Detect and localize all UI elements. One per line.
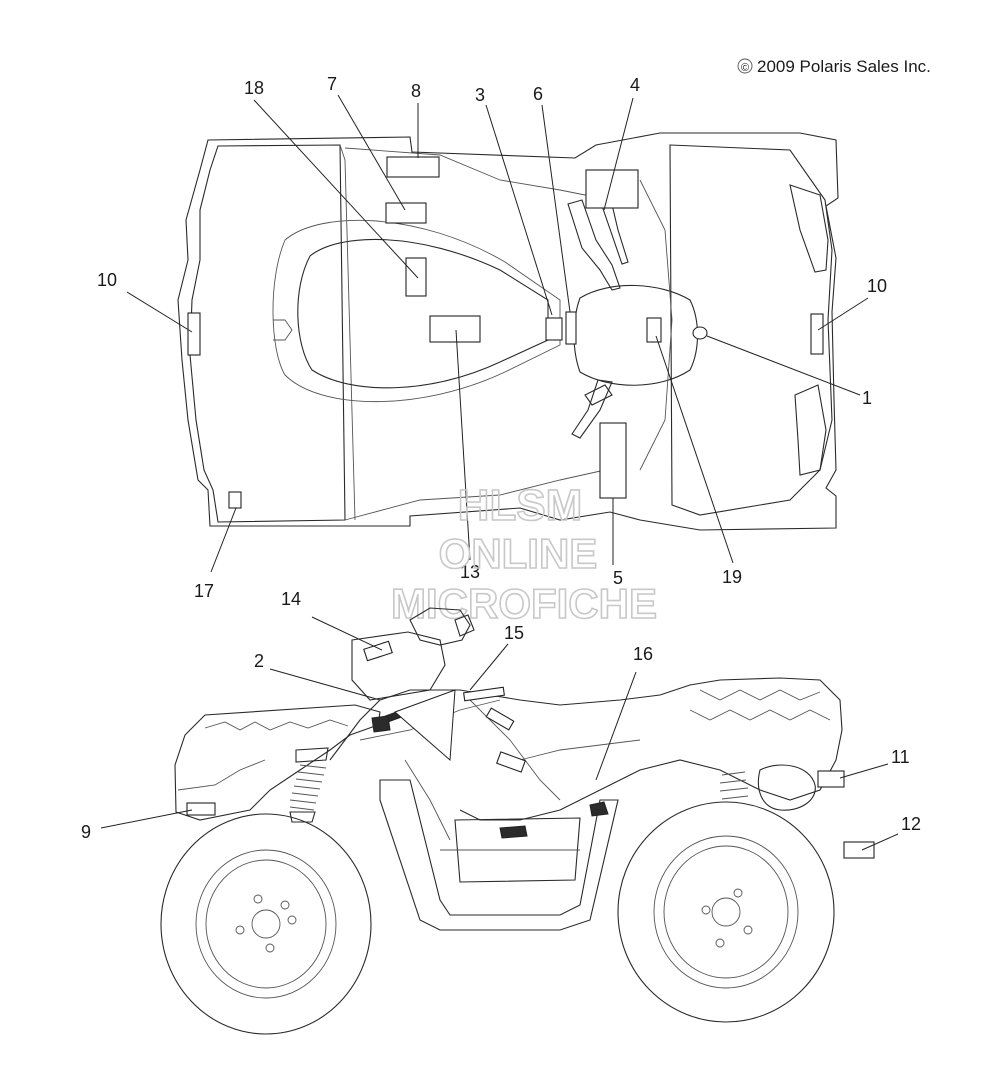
decal-13 (429, 315, 481, 343)
decal-11 (817, 770, 845, 788)
copyright-notice: © 2009 Polaris Sales Inc. (737, 57, 931, 76)
atv-top-view (126, 94, 869, 573)
decal-4 (585, 169, 639, 209)
decal-10-front (810, 313, 824, 355)
decal-8 (386, 156, 440, 178)
decal-6 (565, 311, 577, 345)
decal-18 (405, 257, 427, 297)
decal-19 (646, 317, 662, 343)
rear-shock-spring (289, 747, 329, 823)
callout-1: 1 (862, 388, 872, 408)
callout-2: 2 (254, 651, 264, 671)
decal-17 (228, 491, 242, 509)
rear-wheel (160, 813, 372, 1035)
callout-8: 8 (411, 81, 421, 101)
watermark-line2: ONLINE (439, 530, 598, 577)
callout-19: 19 (722, 567, 742, 587)
decal-3 (545, 317, 563, 341)
decal-9 (186, 802, 216, 816)
front-wheel (617, 801, 835, 1023)
decal-7 (385, 202, 427, 224)
decal-15 (463, 686, 505, 702)
callout-9: 9 (81, 822, 91, 842)
callout-7: 7 (327, 74, 337, 94)
decal-2 (485, 707, 515, 731)
watermark: HLSM ONLINE MICROFICHE (390, 480, 658, 628)
copyright-symbol: © (741, 62, 749, 74)
atv-side-view (100, 607, 899, 1035)
decal-10-rear (187, 312, 201, 356)
callout-14: 14 (281, 589, 301, 609)
callout-6: 6 (533, 84, 543, 104)
decal-1 (692, 326, 708, 340)
decal-5 (599, 422, 627, 499)
decal-12 (843, 841, 875, 859)
copyright-text: 2009 Polaris Sales Inc. (757, 57, 931, 76)
watermark-line1: HLSM (458, 481, 583, 530)
callout-15: 15 (504, 623, 524, 643)
decal-16 (496, 751, 526, 773)
callout-16: 16 (633, 644, 653, 664)
callout-10-left: 10 (97, 270, 117, 290)
callout-18: 18 (244, 78, 264, 98)
callout-3: 3 (475, 85, 485, 105)
watermark-line3: MICROFICHE (391, 580, 657, 627)
callout-11: 11 (891, 747, 910, 767)
callout-13: 13 (460, 562, 480, 582)
callout-5: 5 (613, 568, 623, 588)
callout-12: 12 (901, 814, 921, 834)
decal-14 (363, 640, 393, 662)
callout-10-right: 10 (867, 276, 887, 296)
callout-4: 4 (630, 75, 640, 95)
copyright-circle-icon (737, 58, 753, 74)
callout-17: 17 (194, 581, 214, 601)
